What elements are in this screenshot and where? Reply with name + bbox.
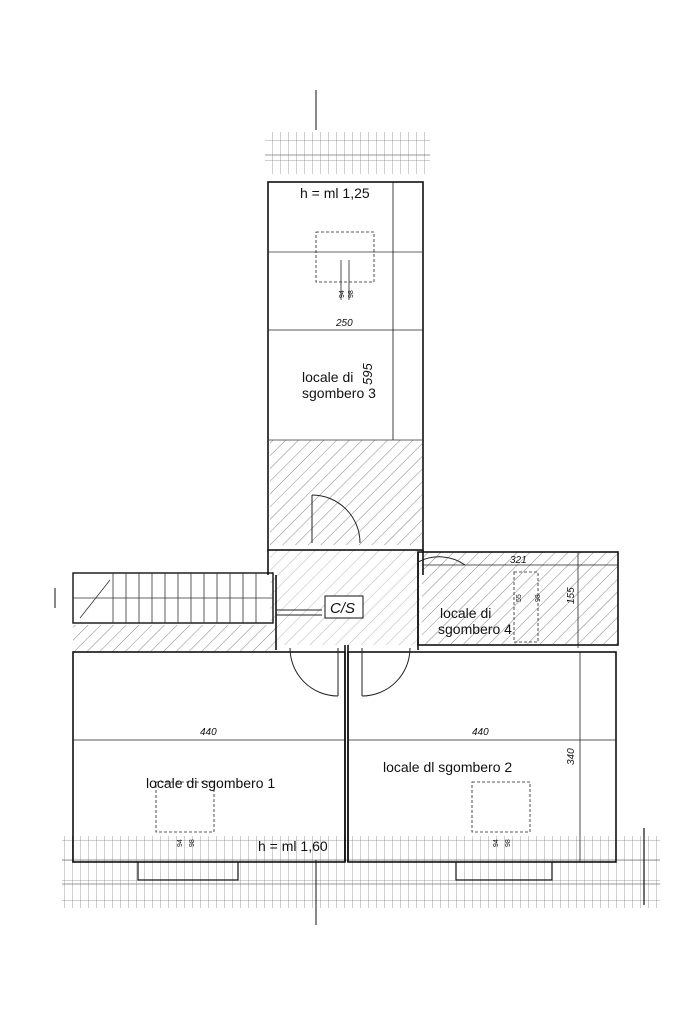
dim-340: 340 bbox=[566, 748, 577, 765]
window-2-label-b: 98 bbox=[505, 839, 512, 847]
roof-tiles-top bbox=[265, 90, 430, 174]
height-bottom-label: h = ml 1,60 bbox=[258, 838, 328, 854]
room-3-label-line2: sgombero 3 bbox=[302, 385, 376, 401]
dim-440-right: 440 bbox=[472, 727, 489, 738]
cs-label: C/S bbox=[330, 600, 355, 617]
height-top-label: h = ml 1,25 bbox=[300, 185, 370, 201]
roof-tiles-bottom bbox=[62, 828, 660, 925]
door-swings bbox=[276, 494, 466, 697]
staircase bbox=[54, 572, 274, 624]
hatched-low-height-areas bbox=[73, 440, 618, 652]
dim-321: 321 bbox=[510, 555, 527, 566]
window-1-label-b: 98 bbox=[189, 839, 196, 847]
room-3-label-line1: locale di bbox=[302, 369, 353, 385]
lower-rooms-walls bbox=[72, 645, 617, 863]
cs-box: C/S bbox=[324, 595, 364, 619]
room-4-label-line2: sgombero 4 bbox=[438, 621, 512, 637]
room-2-label: locale dl sgombero 2 bbox=[383, 759, 512, 775]
room-3-walls bbox=[267, 181, 424, 551]
dim-250: 250 bbox=[335, 318, 353, 329]
room-1-label: locale di sgombero 1 bbox=[146, 775, 275, 791]
window-markers bbox=[155, 231, 539, 833]
dimension-lines bbox=[73, 260, 618, 862]
window-2-label-a: 94 bbox=[493, 839, 500, 847]
dim-440-left: 440 bbox=[200, 727, 217, 738]
window-1-label-a: 94 bbox=[177, 839, 184, 847]
window-sills bbox=[137, 862, 553, 881]
window-4-label-b: 98 bbox=[535, 594, 542, 602]
dim-155: 155 bbox=[566, 587, 577, 604]
window-3-label-b: 98 bbox=[348, 290, 355, 298]
window-3-label-a: 94 bbox=[339, 290, 346, 298]
window-4-label-c: 55 bbox=[516, 594, 523, 602]
corridor-walls bbox=[267, 550, 619, 650]
dim-595: 595 bbox=[360, 363, 375, 385]
room-4-label-line1: locale di bbox=[440, 605, 491, 621]
